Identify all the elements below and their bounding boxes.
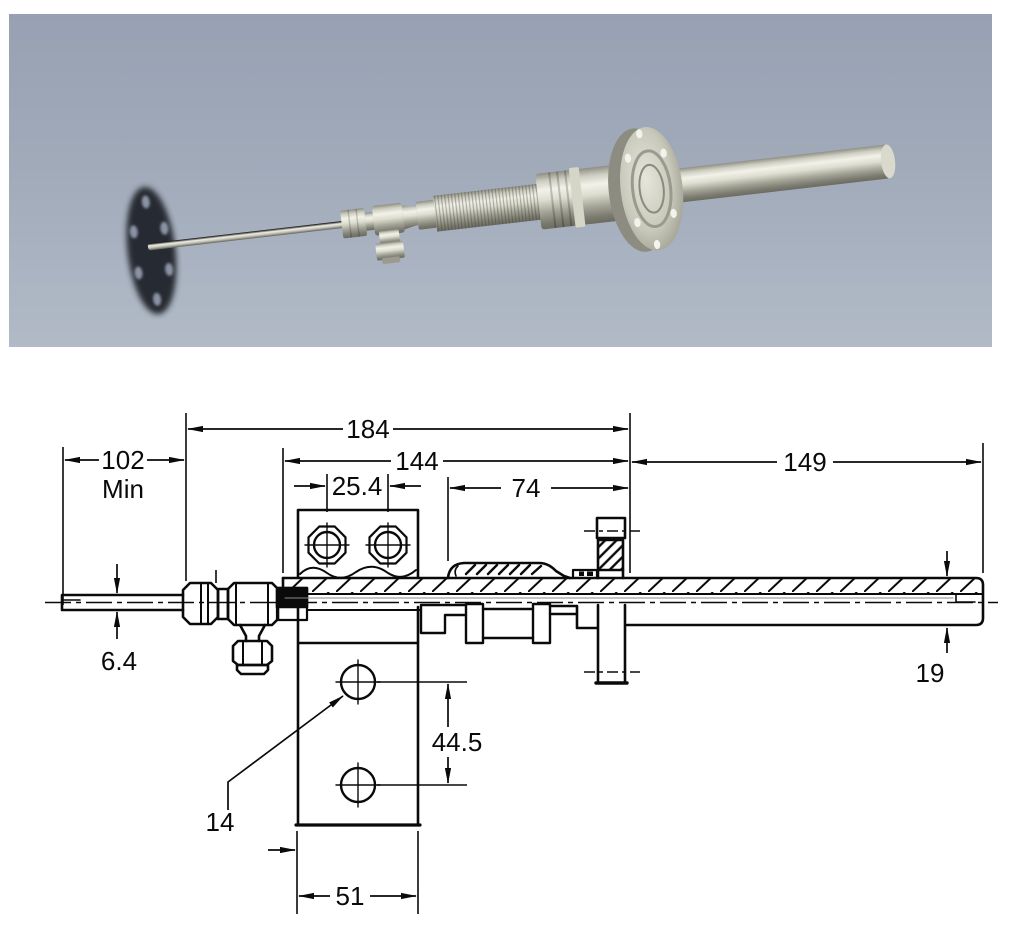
dim-label-bellows: 74 [512, 473, 541, 503]
reducer-3d [401, 205, 419, 230]
engineering-drawing: 184 102 Min 144 149 25.4 74 6.4 19 44.5 … [45, 413, 998, 914]
render-3d-graphic [126, 127, 896, 315]
mounting-block [296, 508, 420, 579]
dim-label-insertion: 102 [101, 445, 144, 475]
dim-label-hole-spacing-top: 25.4 [332, 471, 383, 501]
dimension-labels: 184 102 Min 144 149 25.4 74 6.4 19 44.5 … [101, 414, 945, 911]
flange-3d [608, 127, 684, 252]
bellows-section [446, 561, 599, 580]
dim-label-hole-spacing-plate: 44.5 [432, 727, 483, 757]
leader-hole-dia-14 [227, 695, 344, 810]
dim-label-insertion-qualifier: Min [102, 474, 144, 504]
probe-rod-section [60, 593, 185, 612]
outer-tube-3d [663, 144, 896, 204]
tee-fitting-3d [340, 202, 405, 239]
valve-fitting [231, 639, 274, 676]
block-holes [304, 522, 411, 568]
probe-disc [126, 186, 177, 315]
lower-fittings-profile [306, 602, 579, 645]
dimension-plate-width-51 [268, 846, 417, 900]
bellows-3d [433, 183, 541, 232]
flange-section [575, 516, 629, 685]
render-3d-view [9, 14, 992, 347]
dim-label-tube-right: 149 [783, 447, 826, 477]
probe-rod [147, 220, 353, 251]
dim-label-rod-dia: 6.4 [101, 646, 137, 676]
body-3d [535, 164, 623, 230]
centerlines [45, 530, 998, 673]
dim-label-plate-width: 51 [336, 881, 365, 911]
dim-label-body: 144 [395, 446, 438, 476]
mounting-plate [294, 605, 422, 827]
valve-3d [375, 229, 405, 264]
extension-lines [62, 413, 984, 914]
outer-tube [281, 576, 985, 627]
compression-nut [181, 581, 230, 626]
hex-nut-3d [415, 200, 437, 230]
plate-holes [335, 659, 381, 808]
dim-label-hole-dia: 14 [206, 807, 235, 837]
dim-label-tube-dia: 19 [916, 658, 945, 688]
dim-label-overall: 184 [346, 414, 389, 444]
tee-fitting [226, 581, 280, 643]
